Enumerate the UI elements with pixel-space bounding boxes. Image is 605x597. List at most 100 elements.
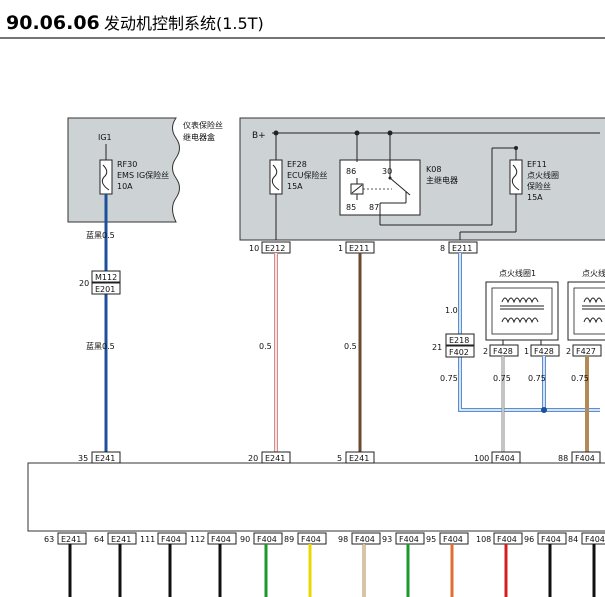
instrument-fuse-relay-box: 仪表保险丝 继电器盒 IG1 RF30 EMS IG保险丝 10A: [67, 117, 223, 223]
f428a-pin: 2: [483, 347, 488, 356]
ecu-bottom-code-3: F404: [211, 535, 231, 544]
fuse-ef11-rating: 15A: [527, 193, 543, 202]
left-box-caption-2: 继电器盒: [183, 132, 215, 142]
bplus-supply-label: B+: [252, 131, 266, 141]
ecu-bottom-pin-9: 108: [476, 535, 491, 544]
wire5-label: 0.75: [493, 374, 511, 383]
wire2-label: 0.5: [259, 342, 272, 351]
ecu-top-connector-0: 35 E241: [78, 451, 121, 464]
ecu-bottom-connector-3: 112 F404: [190, 532, 237, 545]
ecu-bottom-pin-4: 90: [240, 535, 250, 544]
ig1-supply-label: IG1: [98, 133, 112, 142]
ecu-bottom-connector-9: 108 F404: [476, 532, 523, 545]
e212-pin: 10: [249, 244, 259, 253]
m112-code: M112: [95, 273, 117, 282]
ecu-bottom-connector-6: 98 F404: [338, 532, 381, 545]
ecu-bottom-code-4: F404: [257, 535, 277, 544]
ecu-bottom-pin-5: 89: [284, 535, 294, 544]
e211b-pin: 8: [440, 244, 445, 253]
ecu-top-pin-0: 35: [78, 454, 88, 463]
ecu-bottom-pin-10: 96: [524, 535, 534, 544]
ecu-bottom-code-8: F404: [443, 535, 463, 544]
e218-f402-connector: 1.0 21 E218 F402 0.75: [432, 306, 475, 383]
e211a-pin: 1: [338, 244, 343, 253]
ecu-bottom-code-6: F404: [355, 535, 375, 544]
ecu-top-code-2: E241: [349, 454, 369, 463]
fuse-ef11-icon: [509, 159, 523, 195]
m112-e201-connector: 蓝黑0.5 20 M112 E201 蓝黑0.5: [79, 230, 121, 351]
ecu-top-pin-3: 100: [474, 454, 489, 463]
e212-code: E212: [265, 244, 285, 253]
relay-pin-86: 86: [346, 167, 356, 176]
ecu-bottom-pin-8: 95: [426, 535, 436, 544]
ecu-bottom-pin-11: 84: [568, 535, 578, 544]
ecu-bottom-connector-5: 89 F404: [284, 532, 327, 545]
fuse-ef28-name: ECU保险丝: [287, 170, 328, 180]
ecu-top-connector-1: 20 E241: [248, 451, 291, 464]
ecu-bottom-pin-3: 112: [190, 535, 205, 544]
supply-wires: [104, 222, 600, 452]
ecu-top-code-3: F404: [495, 454, 515, 463]
fuse-ef28-id: EF28: [287, 160, 307, 169]
e201-code: E201: [95, 285, 115, 294]
e218-code: E218: [449, 336, 469, 345]
left-box-caption-1: 仪表保险丝: [183, 120, 223, 130]
f402-pin: 21: [432, 343, 442, 352]
ecu-top-pin-4: 88: [558, 454, 568, 463]
ecu-top-connectors: 35 E241 20 E241 5 E241 100 F404 88 F404: [78, 451, 601, 464]
ecu-bottom-pin-2: 111: [140, 535, 155, 544]
ecu-bottom-code-11: F404: [585, 535, 605, 544]
e211a-code: E211: [349, 244, 369, 253]
fuse-rf30-icon: [99, 159, 113, 195]
ecu-top-code-0: E241: [95, 454, 115, 463]
ecu-bottom-connector-10: 96 F404: [524, 532, 567, 545]
e201-pin: 20: [79, 279, 89, 288]
ecu-bottom-pin-6: 98: [338, 535, 348, 544]
engine-fuse-relay-box: B+ EF28 ECU保险丝 15A 86 30 85 87 K08 主继电器: [239, 117, 605, 241]
coil2-label: 点火线: [582, 268, 605, 278]
ecu-bottom-code-9: F404: [497, 535, 517, 544]
ecu-top-connector-2: 5 E241: [337, 451, 375, 464]
relay-pin-30: 30: [382, 167, 392, 176]
f427-code: F427: [576, 347, 596, 356]
wire7-label: 0.75: [571, 374, 589, 383]
f428a-code: F428: [493, 347, 513, 356]
ecu-bottom-pin-0: 63: [44, 535, 54, 544]
relay-pin-87: 87: [369, 203, 379, 212]
wire1-label-b: 蓝黑0.5: [86, 341, 115, 351]
fuse-rf30-name: EMS IG保险丝: [117, 170, 169, 180]
ecu-top-code-1: E241: [265, 454, 285, 463]
ecu-bottom-code-5: F404: [301, 535, 321, 544]
f428b-pin: 1: [524, 347, 529, 356]
f427-pin: 2: [566, 347, 571, 356]
relay-k08-id: K08: [426, 165, 441, 174]
ecu-top-pin-1: 20: [248, 454, 258, 463]
ecu-bottom-code-2: F404: [161, 535, 181, 544]
ecu-bottom-connector-11: 84 F404: [568, 532, 605, 545]
coil-wires: 0.75 0.75 0.75: [493, 356, 589, 452]
fuse-ef11-id: EF11: [527, 160, 547, 169]
ecu-bottom-connector-8: 95 F404: [426, 532, 469, 545]
ecu-output-wires: [68, 544, 596, 597]
ecu-block: [27, 462, 605, 532]
ecu-bottom-code-10: F404: [541, 535, 561, 544]
fuse-ef11-name-1: 点火线圈: [527, 170, 559, 180]
ignition-coil-1: 点火线圈1 2 F428 1 F428: [483, 268, 560, 357]
ecu-top-pin-2: 5: [337, 454, 342, 463]
fuse-ef11-name-2: 保险丝: [527, 181, 551, 191]
ecu-bottom-code-7: F404: [399, 535, 419, 544]
ecu-bottom-pin-1: 64: [94, 535, 104, 544]
ecu-top-connector-3: 100 F404: [474, 451, 521, 464]
e211b-code: E211: [452, 244, 472, 253]
fuse-ef28-rating: 15A: [287, 182, 303, 191]
box-connectors: 10 E212 1 E211 8 E211: [249, 241, 478, 254]
fuse-rf30-id: RF30: [117, 160, 137, 169]
section-code: 90.06.06: [6, 12, 100, 34]
page-header: 90.06.06 发动机控制系统(1.5T): [0, 12, 605, 39]
ecu-top-code-4: F404: [575, 454, 595, 463]
